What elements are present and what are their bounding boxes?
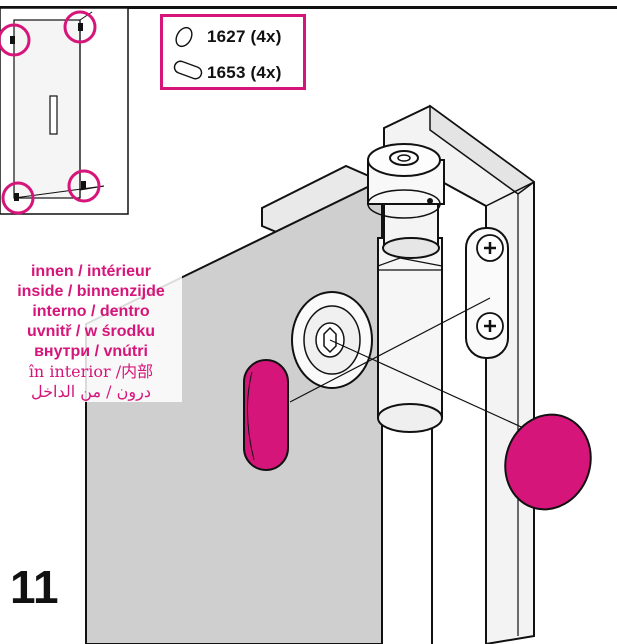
inside-legend: innen / intérieur inside / binnenzijde i…: [0, 262, 182, 402]
hinge-marker-bottom-left: [1, 181, 35, 215]
legend-line: interno / dentro: [32, 303, 150, 320]
part-label: 1627 (4x): [207, 27, 282, 46]
part-row: 1627 (4x): [163, 23, 303, 53]
legend-line: внутри / vnútri: [34, 343, 148, 360]
round-cap-icon: [175, 26, 193, 48]
oblong-cap-icon: [173, 60, 203, 80]
legend-line: درون / من الداخل: [31, 382, 151, 401]
hinge-marker-top-right: [63, 10, 97, 44]
hinge-marker-bottom-right: [67, 169, 101, 203]
legend-line: în interior /内部: [28, 362, 154, 381]
door-overview-inset: [0, 7, 129, 215]
part-label: 1653 (4x): [207, 63, 282, 82]
legend-line: innen / intérieur: [30, 263, 151, 280]
parts-list: 1627 (4x) 1653 (4x): [160, 14, 306, 90]
legend-line: inside / binnenzijde: [17, 283, 165, 300]
part-row: 1653 (4x): [163, 57, 303, 87]
hinge-marker-top-left: [0, 23, 31, 57]
top-rule: [0, 6, 617, 9]
legend-line: uvnitř / w środku: [26, 323, 155, 340]
step-number: 11: [10, 561, 59, 613]
